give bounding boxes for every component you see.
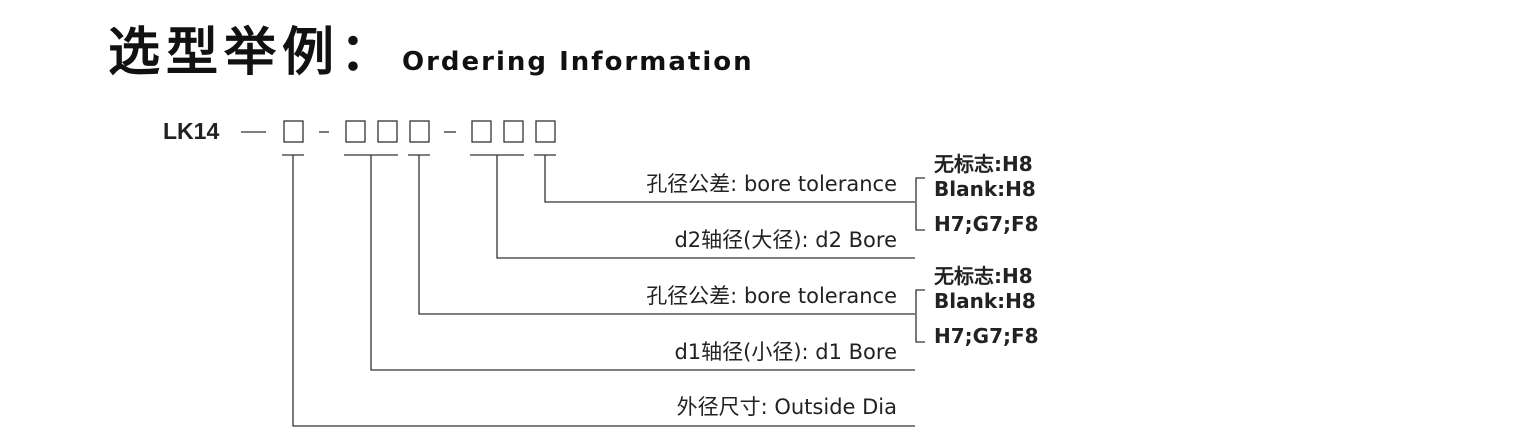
tol1-option-blank-en: Blank:H8 — [934, 289, 1036, 313]
tol2-option-blank-en: Blank:H8 — [934, 177, 1036, 201]
code-box-d1-b — [377, 120, 398, 143]
tol2-option-blank-cn: 无标志:H8 — [934, 152, 1033, 176]
code-box-d1-a — [345, 120, 366, 143]
title-chinese: 选型举例： — [108, 23, 399, 83]
label-d1-bore: d1轴径(小径): d1 Bore — [674, 340, 897, 364]
bracket-tol1 — [915, 289, 925, 343]
label-d2-bore: d2轴径(大径): d2 Bore — [674, 228, 897, 252]
code-box-outside-dia — [283, 120, 304, 143]
tol1-option-blank-cn: 无标志:H8 — [934, 264, 1033, 288]
leader-tol1 — [418, 155, 915, 315]
label-bore-tolerance-2: 孔径公差: bore tolerance — [646, 172, 897, 196]
label-outside-dia: 外径尺寸: Outside Dia — [676, 395, 897, 419]
leader-tol2 — [544, 155, 915, 203]
model-code-prefix: LK14 — [163, 118, 220, 144]
code-box-d2-a — [471, 120, 492, 143]
leader-outside-dia — [292, 155, 915, 427]
label-bore-tolerance-1: 孔径公差: bore tolerance — [646, 284, 897, 308]
leader-d1 — [370, 155, 915, 371]
code-box-tol1 — [409, 120, 430, 143]
tol1-option-others: H7;G7;F8 — [934, 324, 1039, 348]
title-english: Ordering Information — [402, 47, 754, 77]
code-box-tol2 — [535, 120, 556, 143]
code-box-d2-b — [503, 120, 524, 143]
bracket-tol2 — [915, 177, 925, 231]
tol2-option-others: H7;G7;F8 — [934, 212, 1039, 236]
leader-d2 — [496, 155, 915, 259]
